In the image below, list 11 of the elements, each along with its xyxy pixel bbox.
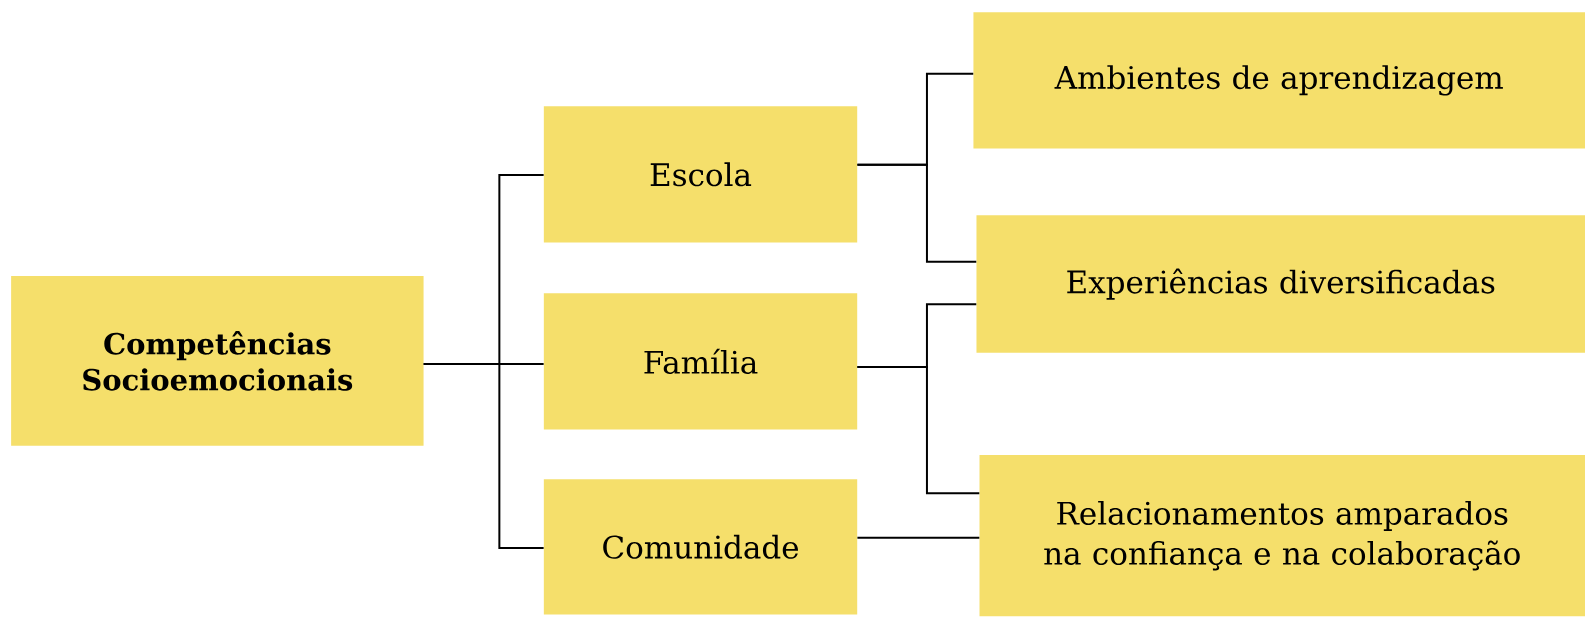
connector-line xyxy=(856,536,981,539)
connector-line xyxy=(856,366,981,495)
title-box: Competências Socioemocionais xyxy=(11,276,424,446)
connector-line xyxy=(422,363,545,550)
category-box: Relacionamentos amparados na confiança e na colaboração xyxy=(979,455,1585,617)
category-box: Escola xyxy=(543,106,858,243)
category-box: Família xyxy=(543,293,858,430)
category-box: Experiências diversificadas xyxy=(976,215,1585,353)
connector-line xyxy=(856,163,978,263)
category-box: Ambientes de aprendizagem xyxy=(973,12,1585,149)
category-box: Comunidade xyxy=(543,479,858,615)
